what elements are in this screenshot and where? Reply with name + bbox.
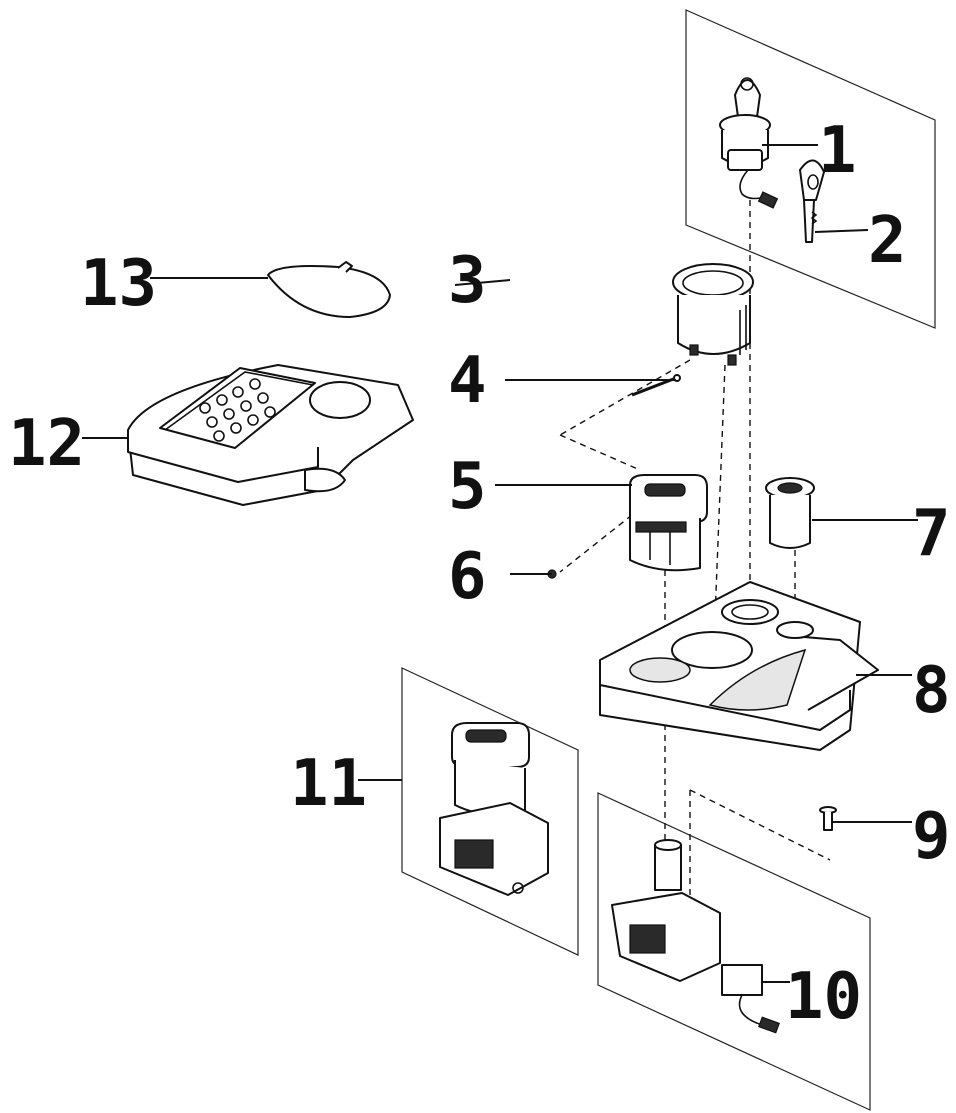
part-keypad-cover	[267, 261, 391, 318]
part-screw	[819, 806, 837, 831]
part-keypad-panel	[127, 364, 414, 506]
callout-13: 13	[80, 247, 157, 321]
part-switch-housing	[629, 474, 708, 572]
callout-numbers: 1 2 3 4 5 6 7 8 9 10 11 12 13	[8, 114, 951, 1034]
callout-8: 8	[912, 654, 951, 728]
callout-leaders	[82, 144, 918, 983]
keypad-buttons	[199, 378, 276, 442]
callout-1: 1	[818, 114, 857, 188]
part-pin	[631, 374, 681, 397]
part-switch-module	[611, 839, 780, 1034]
callout-11: 11	[290, 747, 367, 821]
part-base-plate	[599, 581, 879, 751]
callout-6: 6	[448, 540, 487, 614]
part-key	[799, 159, 825, 243]
callout-10: 10	[785, 960, 862, 1034]
callout-2: 2	[868, 204, 907, 278]
callout-5: 5	[448, 450, 487, 524]
part-ignition-sleeve	[672, 263, 754, 366]
callout-3: 3	[448, 244, 487, 318]
callout-7: 7	[912, 497, 951, 571]
part-ignition-switch	[719, 77, 779, 209]
callout-4: 4	[448, 344, 487, 418]
part-switch-assembly	[439, 722, 549, 896]
callout-12: 12	[8, 407, 85, 481]
part-socket	[765, 477, 815, 549]
callout-9: 9	[912, 800, 951, 874]
